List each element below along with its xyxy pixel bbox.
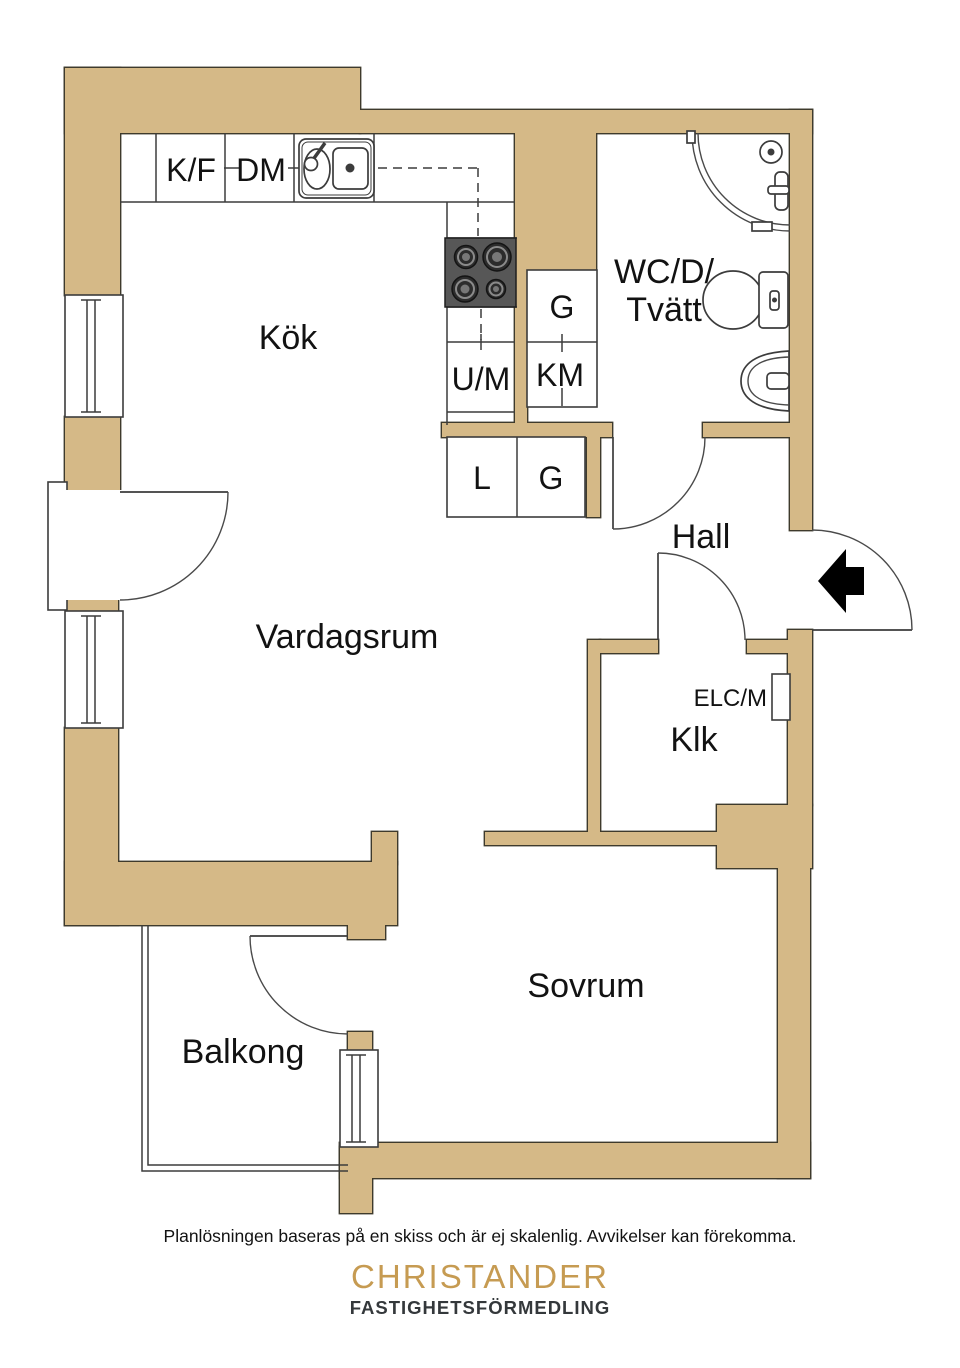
wall-segment [67,598,118,612]
room-label-closet: Klk [670,721,718,759]
wall-segment [717,805,812,868]
window-glass [81,615,101,724]
shower-mixer-bar [767,185,790,195]
wall-segment [442,423,612,437]
washbasin-tap [766,372,790,390]
wall-segment [485,832,717,845]
window-icon [64,294,124,418]
wall-segment [515,270,527,425]
window-icon [339,1049,379,1148]
wall-segment [587,437,600,517]
wall-segment [778,868,810,1178]
label-dishwasher: DM [236,152,286,188]
wall-segment [65,68,120,295]
room-label-wc-line2: Tvätt [626,291,702,329]
wall-segment [515,133,596,270]
toilet-button-dot [772,297,777,303]
label-electrical: ELC/M [694,685,767,712]
electrical-niche [771,673,791,721]
wall-segment [360,110,812,133]
wall-segment [600,640,658,653]
wall-segment [65,862,397,925]
wall-segment [703,423,790,437]
wall-segment [340,1143,810,1178]
washbasin-icon [740,350,790,412]
sink-drain [345,163,355,173]
fixture-labels: K/F DM G U/M KM L G ELC/M [166,152,767,712]
washbasin-inner [747,356,790,406]
footer: Planlösningen baseras på en skiss och är… [164,1226,797,1318]
sink-faucet-base [303,156,319,172]
stove-icon [444,237,517,308]
shower-end-cap [686,130,696,144]
label-washer: KM [536,357,584,393]
balcony-railing [141,925,348,1172]
window-icon [64,610,124,729]
label-wardrobe-nook: G [539,460,564,496]
sink-inner-outline [301,141,372,196]
wall-segment [588,640,600,832]
brand-sub: FASTIGHETSFÖRMEDLING [350,1297,611,1318]
room-label-hall: Hall [672,518,731,556]
room-label-kitchen: Kök [259,319,319,357]
shower-head-dot [767,148,775,156]
hall-cabinet-box [446,436,586,518]
wall-segment [348,1032,372,1050]
entry-arrow-icon [818,549,864,613]
walls [65,68,812,1213]
label-wardrobe-wc: G [550,289,575,325]
wall-segment [372,832,397,864]
disclaimer-text: Planlösningen baseras på en skiss och är… [164,1226,797,1246]
room-label-living: Vardagsrum [256,618,439,656]
label-linen-cabinet: L [473,460,491,496]
label-fridge-freezer: K/F [166,152,216,188]
window-glass [81,299,101,413]
door-opening [63,490,122,600]
door-swing-icon [249,935,349,1035]
door-swing-icon [119,491,229,601]
stove-burners [451,242,512,303]
bathroom-fixtures [686,130,791,412]
shower-end-cap [751,221,773,232]
kitchen-counter [120,133,598,518]
door-swing-icon [612,436,706,530]
railing-outer [141,925,348,1172]
kitchen-sink-icon [298,138,375,199]
room-label-bedroom: Sovrum [527,967,644,1005]
railing-inner [147,925,348,1166]
wall-segment [747,640,788,653]
entry-door-swing-icon [811,529,913,631]
room-label-wc-line1: WC/D/ [614,253,715,291]
room-labels: Kök Vardagsrum WC/D/ Tvätt Hall Klk Sovr… [182,253,731,1071]
brand-logo: CHRISTANDER [351,1258,609,1295]
label-oven-micro: U/M [452,361,511,397]
wall-segment [788,630,812,805]
wall-segment [790,110,812,530]
window-glass [346,1054,366,1143]
door-swing-icon [657,552,746,641]
windows [47,294,379,1148]
doors [119,436,913,1035]
room-label-balcony: Balkong [182,1033,305,1071]
wall-segment [348,925,385,939]
wall-segment [65,417,120,492]
